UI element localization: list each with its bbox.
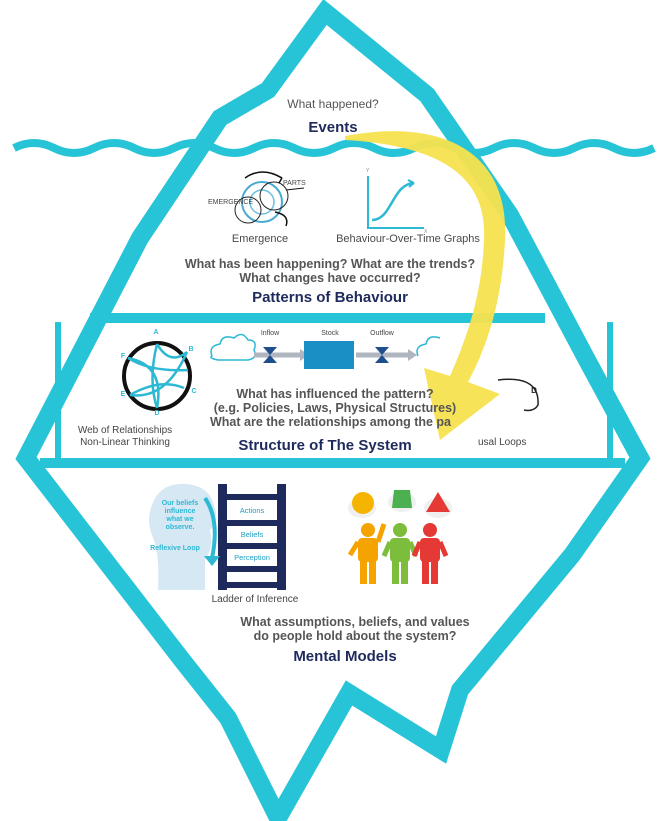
iceberg-outline — [15, 0, 651, 821]
structure-title: Structure of The System — [238, 437, 412, 454]
web-node-b: B — [188, 346, 194, 353]
beliefs-text-line2: influence — [164, 508, 196, 515]
web-node-d: D — [154, 410, 160, 417]
events-question: What happened? — [287, 97, 379, 111]
causal-loops-label: usal Loops — [478, 437, 527, 448]
inflow-label: Inflow — [260, 330, 280, 337]
beliefs-text-line1: Our beliefs — [161, 500, 199, 507]
mental-question-line1: What assumptions, beliefs, and values — [240, 615, 470, 629]
structure-question-line2: (e.g. Policies, Laws, Physical Structure… — [213, 401, 457, 415]
ladder-of-inference — [218, 484, 286, 590]
svg-text:X: X — [424, 229, 428, 235]
ladder-of-inference-label: Ladder of Inference — [211, 594, 299, 605]
web-node-a: A — [153, 329, 159, 336]
ladder-rung-perception: Perception — [234, 553, 270, 562]
mental-models-title: Mental Models — [293, 648, 397, 665]
stock-label: Stock — [321, 330, 339, 337]
ladder-rung-beliefs: Beliefs — [240, 530, 264, 539]
causal-loop-arc — [497, 378, 539, 412]
structure-question-line1: What has influenced the pattern? — [236, 387, 434, 401]
people-thinking-illustration — [347, 490, 452, 584]
causal-loop-node-d: D — [531, 386, 537, 395]
bot-graph-label: Behaviour-Over-Time Graphs — [336, 233, 480, 245]
web-node-c: C — [191, 388, 197, 395]
patterns-question-line1: What has been happening? What are the tr… — [184, 257, 476, 271]
reflexive-loop-arrowhead — [204, 556, 220, 566]
ladder-rung-actions: Actions — [239, 506, 265, 515]
reflexive-loop-arrow — [203, 496, 217, 559]
yellow-flow-arrow — [345, 131, 506, 440]
behaviour-over-time-graph: Y X — [366, 168, 428, 235]
web-label-line1: Web of Relationships — [77, 425, 173, 436]
web-node-e: E — [120, 391, 126, 398]
beliefs-text-line4: observe. — [165, 524, 195, 531]
water-line — [12, 139, 656, 157]
web-node-f: F — [120, 353, 126, 360]
web-label-line2: Non-Linear Thinking — [80, 437, 170, 448]
head-silhouette — [149, 483, 217, 590]
outflow-label: Outflow — [370, 330, 394, 337]
patterns-question-line2: What changes have occurred? — [239, 271, 421, 285]
emergence-word-text: EMERGENCE — [208, 199, 254, 206]
stock-flow-diagram — [210, 333, 441, 369]
mental-question-line2: do people hold about the system? — [253, 629, 457, 643]
beliefs-text-line3: what we — [166, 516, 194, 523]
emergence-parts-text: PARTS — [283, 180, 306, 187]
emergence-label: Emergence — [231, 233, 289, 245]
structure-question-line3: What are the relationships among the pa — [210, 415, 452, 429]
emergence-sketch — [234, 171, 305, 227]
patterns-title: Patterns of Behaviour — [252, 289, 408, 306]
reflexive-loop-label: Reflexive Loop — [150, 545, 200, 552]
web-of-relationships — [122, 341, 192, 411]
svg-text:Y: Y — [366, 168, 370, 174]
events-title: Events — [308, 119, 358, 136]
